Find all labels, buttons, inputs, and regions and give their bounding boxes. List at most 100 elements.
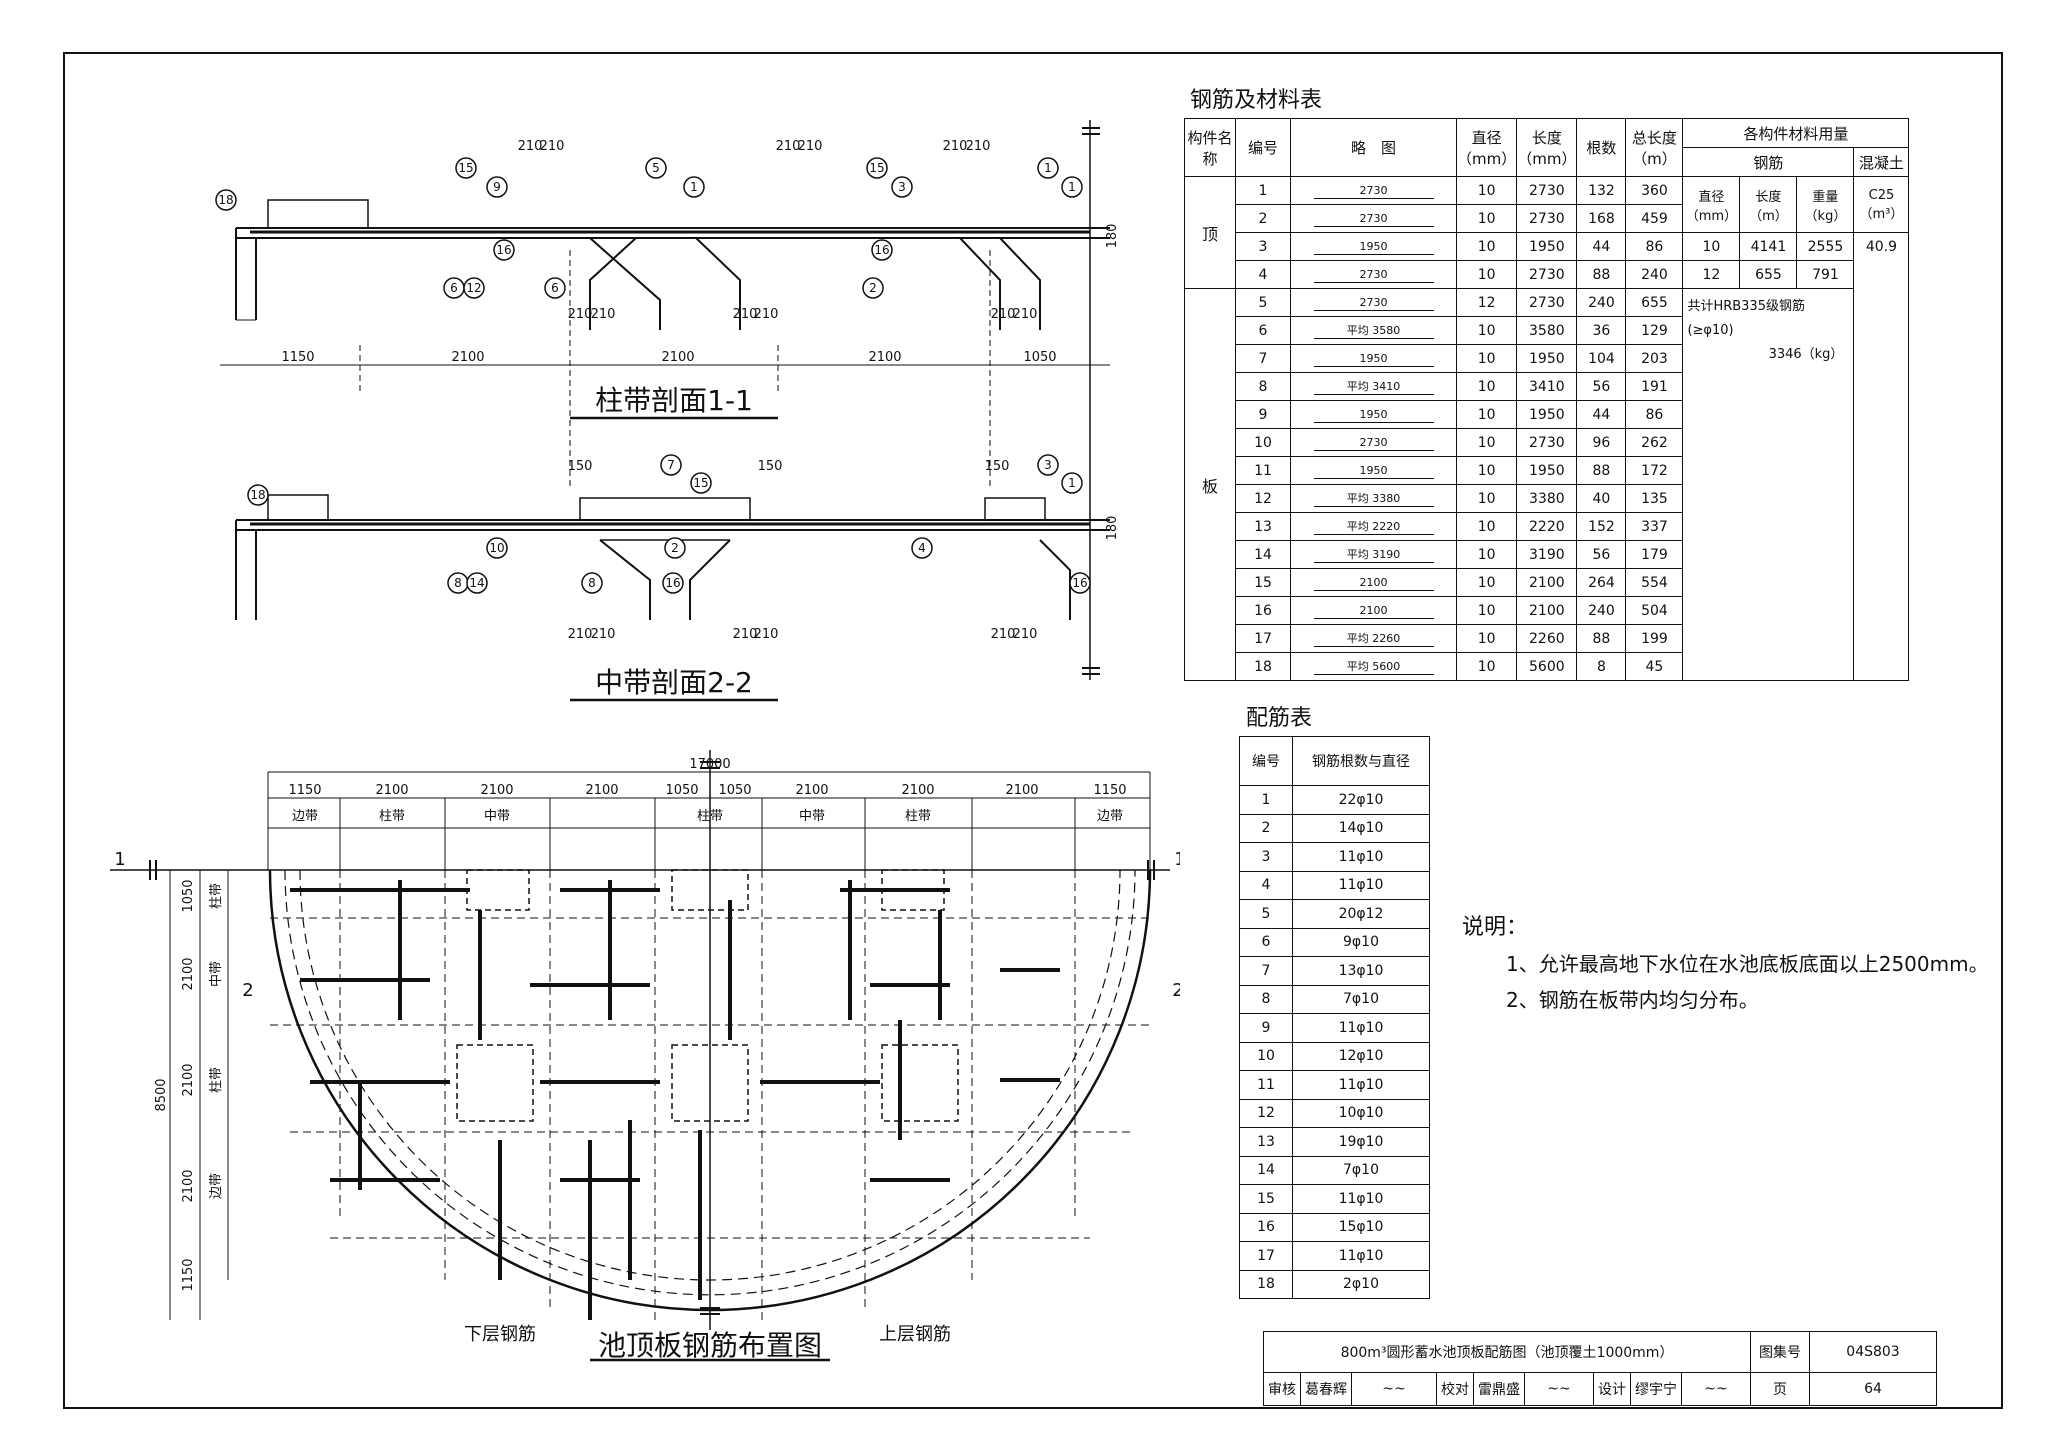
section-1-title: 柱带剖面1-1: [595, 384, 753, 417]
svg-text:1050: 1050: [718, 783, 751, 798]
svg-text:210: 210: [591, 627, 616, 642]
total-note: 共计HRB335级钢筋(≥φ10): [1687, 299, 1805, 338]
svg-text:2100: 2100: [181, 1169, 196, 1202]
rebar-sketch: 平均 2260: [1313, 633, 1434, 647]
svg-text:1150: 1150: [181, 1258, 196, 1291]
upper-rebar-label: 上层钢筋: [879, 1324, 951, 1345]
svg-text:180: 180: [1105, 224, 1120, 249]
dim-1050: 1050: [1023, 350, 1056, 365]
concrete-value: 40.9: [1853, 232, 1910, 681]
svg-text:边带: 边带: [292, 809, 318, 824]
rebar-sketch: 1950: [1313, 465, 1434, 479]
material-table: 构件名称 编号 略 图 直径（mm） 长度（mm） 根数 总长度（m） 各构件材…: [1184, 118, 1910, 681]
svg-text:8: 8: [454, 576, 462, 590]
plan-title: 池顶板钢筋布置图: [598, 1329, 822, 1362]
svg-text:210: 210: [540, 139, 565, 154]
svg-text:210: 210: [733, 627, 758, 642]
designer-signature: ~~: [1681, 1372, 1751, 1406]
svg-text:中带: 中带: [799, 809, 825, 824]
reviewer-signature: ~~: [1351, 1372, 1437, 1406]
svg-text:12: 12: [466, 281, 481, 295]
svg-text:210: 210: [568, 307, 593, 322]
drawing-title: 800m³圆形蓄水池顶板配筋图（池顶覆土1000mm）: [1263, 1331, 1751, 1373]
rebar-sketch: 2730: [1313, 213, 1434, 227]
plan-total-dim: 17000: [689, 757, 730, 772]
svg-text:中带: 中带: [209, 961, 224, 987]
rebar-sketch: 1950: [1313, 409, 1434, 423]
svg-text:2100: 2100: [181, 1063, 196, 1096]
svg-text:5: 5: [652, 161, 660, 175]
svg-text:柱带: 柱带: [697, 809, 723, 824]
svg-text:210: 210: [754, 307, 779, 322]
svg-text:2100: 2100: [585, 783, 618, 798]
svg-text:1: 1: [1044, 161, 1052, 175]
svg-text:210: 210: [1013, 627, 1038, 642]
rebar-sketch: 1950: [1313, 241, 1434, 255]
svg-text:柱带: 柱带: [209, 1067, 224, 1093]
svg-text:9: 9: [493, 180, 501, 194]
svg-text:1: 1: [1068, 180, 1076, 194]
rebar-sketch: 2730: [1313, 269, 1434, 283]
section-2-title: 中带剖面2-2: [595, 666, 753, 699]
svg-text:1150: 1150: [1093, 783, 1126, 798]
svg-text:2100: 2100: [480, 783, 513, 798]
svg-text:150: 150: [758, 459, 783, 474]
svg-text:1050: 1050: [665, 783, 698, 798]
svg-text:150: 150: [568, 459, 593, 474]
svg-text:16: 16: [496, 243, 511, 257]
svg-text:18: 18: [250, 488, 265, 502]
svg-text:18: 18: [218, 193, 233, 207]
svg-text:1150: 1150: [288, 783, 321, 798]
svg-text:2100: 2100: [1005, 783, 1038, 798]
dim-210-left: 210: [518, 139, 543, 154]
svg-text:16: 16: [1072, 576, 1087, 590]
svg-text:16: 16: [874, 243, 889, 257]
svg-text:边带: 边带: [1097, 809, 1123, 824]
rebar-sketch: 平均 3410: [1313, 381, 1434, 395]
rebar-sketch: 2100: [1313, 577, 1434, 591]
svg-text:8: 8: [588, 576, 596, 590]
svg-text:柱带: 柱带: [209, 883, 224, 909]
svg-text:8500: 8500: [154, 1078, 169, 1111]
dim-2100-c: 2100: [868, 350, 901, 365]
checker-signature: ~~: [1524, 1372, 1594, 1406]
rebar-sketch: 平均 3380: [1313, 493, 1434, 507]
rebar-sketch: 2730: [1313, 297, 1434, 311]
svg-text:2100: 2100: [901, 783, 934, 798]
svg-text:1050: 1050: [181, 879, 196, 912]
title-block: 800m³圆形蓄水池顶板配筋图（池顶覆土1000mm） 图集号 04S803 审…: [1263, 1331, 1937, 1406]
svg-text:2: 2: [671, 541, 679, 555]
cut-mark-2-left: 2: [242, 980, 253, 1001]
rebar-sketch: 平均 5600: [1313, 661, 1434, 675]
svg-text:210: 210: [966, 139, 991, 154]
svg-text:7: 7: [667, 458, 675, 472]
cut-mark-2-right: 2: [1172, 980, 1180, 1001]
svg-text:210: 210: [1013, 307, 1038, 322]
svg-text:15: 15: [869, 161, 884, 175]
dim-2100-b: 2100: [661, 350, 694, 365]
svg-text:210: 210: [568, 627, 593, 642]
svg-text:15: 15: [458, 161, 473, 175]
note-line-1: 1、允许最高地下水位在水池底板底面以上2500mm。: [1506, 952, 1989, 976]
svg-text:6: 6: [551, 281, 559, 295]
